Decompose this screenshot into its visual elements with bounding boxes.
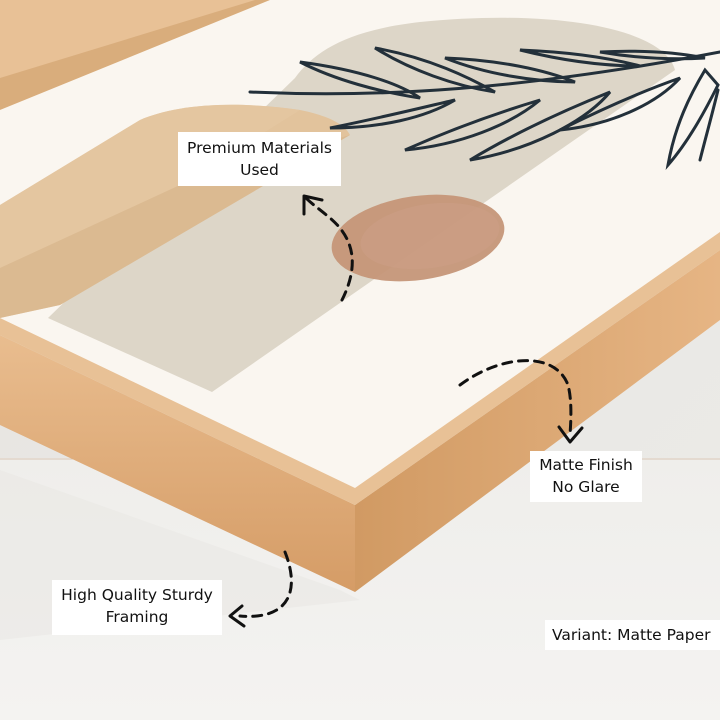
leaf-branch-illustration [248,46,720,170]
leaf [299,60,421,100]
arrowhead-matte [557,425,584,444]
variant-label: Variant: Matte Paper [545,620,720,650]
frame-front-edge [0,335,355,592]
callout-matte-line1: Matte Finish [539,456,633,474]
pale-arch-shape [48,17,675,393]
leaf [444,56,576,84]
callout-framing-line1: High Quality Sturdy [61,586,213,604]
sun-circle-highlight [360,202,500,270]
callout-sturdy-framing: High Quality Sturdy Framing [52,580,222,635]
arrowhead-icon [228,194,584,628]
arrow-matte-path [458,359,573,437]
callout-premium-line2: Used [240,161,279,179]
arrow-premium-path [304,196,354,302]
leaf [698,88,720,162]
arrow-framing-path [238,550,293,618]
leaf [469,90,612,162]
leaf [374,46,496,94]
arrowhead-premium [302,194,324,216]
leaf-stem [248,50,720,96]
variant-text: Variant: Matte Paper [552,626,711,644]
curved-dashed-arrow-icon [238,196,573,618]
leaf [404,98,541,152]
leaf [329,98,456,130]
leaf [559,76,682,132]
frame-side-edge [355,250,720,592]
arrowhead-framing [228,604,246,628]
callout-premium-materials: Premium Materials Used [178,132,341,186]
callout-matte-finish: Matte Finish No Glare [530,451,642,502]
callout-framing-line2: Framing [105,608,169,626]
callout-matte-line2: No Glare [552,478,620,496]
leaf [519,48,641,68]
callout-premium-line1: Premium Materials [187,139,332,157]
leaf [665,67,720,170]
leaf [599,49,706,61]
